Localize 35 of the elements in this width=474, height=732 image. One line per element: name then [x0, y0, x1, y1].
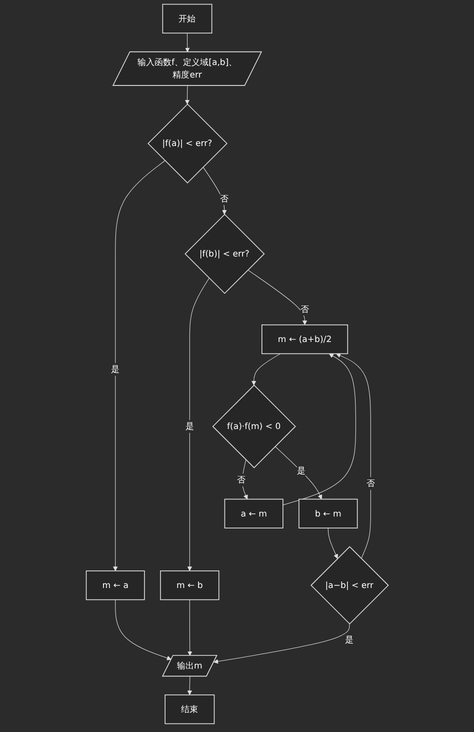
arrow [328, 528, 338, 559]
node-box: 开始 [162, 4, 212, 34]
arrow [336, 353, 371, 559]
arrow [184, 85, 190, 104]
edge-label: 是 [344, 634, 354, 644]
arrow [112, 160, 165, 572]
edge-label: 是 [296, 465, 306, 476]
node-box: m ← a [86, 570, 145, 600]
arrow [187, 599, 192, 656]
edge-label: 是 [110, 364, 120, 374]
arrow [202, 166, 226, 215]
arrow [242, 460, 248, 500]
node-box: m ← b [160, 570, 219, 600]
arrow [184, 32, 190, 52]
edge-label: 否 [366, 478, 375, 488]
node-diamond: |a−b| < err [310, 546, 389, 624]
edge-label: 否 [236, 474, 246, 485]
arrow [187, 278, 210, 572]
arrow [187, 676, 192, 696]
arrow [274, 446, 322, 500]
arrow [251, 353, 280, 386]
arrow [282, 353, 356, 506]
arrow [213, 624, 350, 664]
node-diamond: f(a)·f(m) < 0 [212, 384, 296, 468]
edge-label: 是 [185, 421, 194, 432]
node-diamond: |f(b)| < err? [184, 214, 264, 294]
edge-label: 否 [300, 304, 309, 314]
arrow [114, 599, 172, 660]
arrow [247, 270, 307, 326]
edge-label: 否 [220, 193, 228, 204]
node-box: a ← m [224, 498, 284, 528]
node-box: b ← m [298, 498, 358, 528]
node-diamond: |f(a)| < err? [147, 104, 228, 184]
node-box: m ← (a+b)/2 [261, 324, 348, 354]
node-box: 结束 [164, 694, 214, 724]
